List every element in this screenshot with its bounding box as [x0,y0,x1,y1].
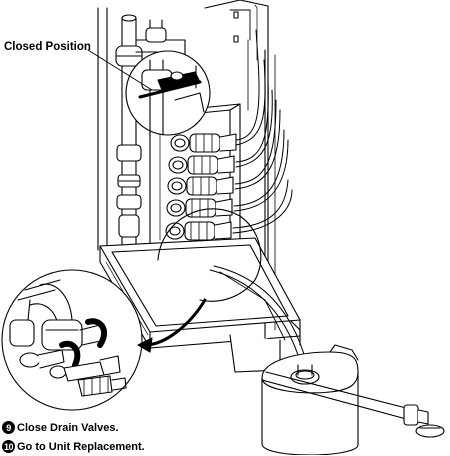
zoom-circle-upper [125,50,211,136]
drain-valves [165,133,237,241]
extension-hose [261,371,445,438]
step-10: 10 Go to Unit Replacement. [2,437,145,456]
step-9-number-badge: 9 [2,421,15,434]
drip-tray [99,237,301,373]
vertical-pipe [115,14,143,251]
zoom-circle-middle [157,208,262,302]
drain-hoses [232,29,293,234]
zoom-arrow [137,298,207,353]
instruction-steps: 9 Close Drain Valves. 10 Go to Unit Repl… [2,418,145,456]
step-10-text: Go to Unit Replacement. [17,440,145,453]
closed-position-label: Closed Position [4,41,91,53]
closed-valve-handle-icon [138,59,205,136]
step-9: 9 Close Drain Valves. [2,418,145,437]
drain-canister [261,344,359,455]
step-9-text: Close Drain Valves. [17,421,119,434]
callout-leader-line [87,49,153,91]
zoom-circle-lower [1,269,143,411]
step-10-number-badge: 10 [2,440,15,453]
